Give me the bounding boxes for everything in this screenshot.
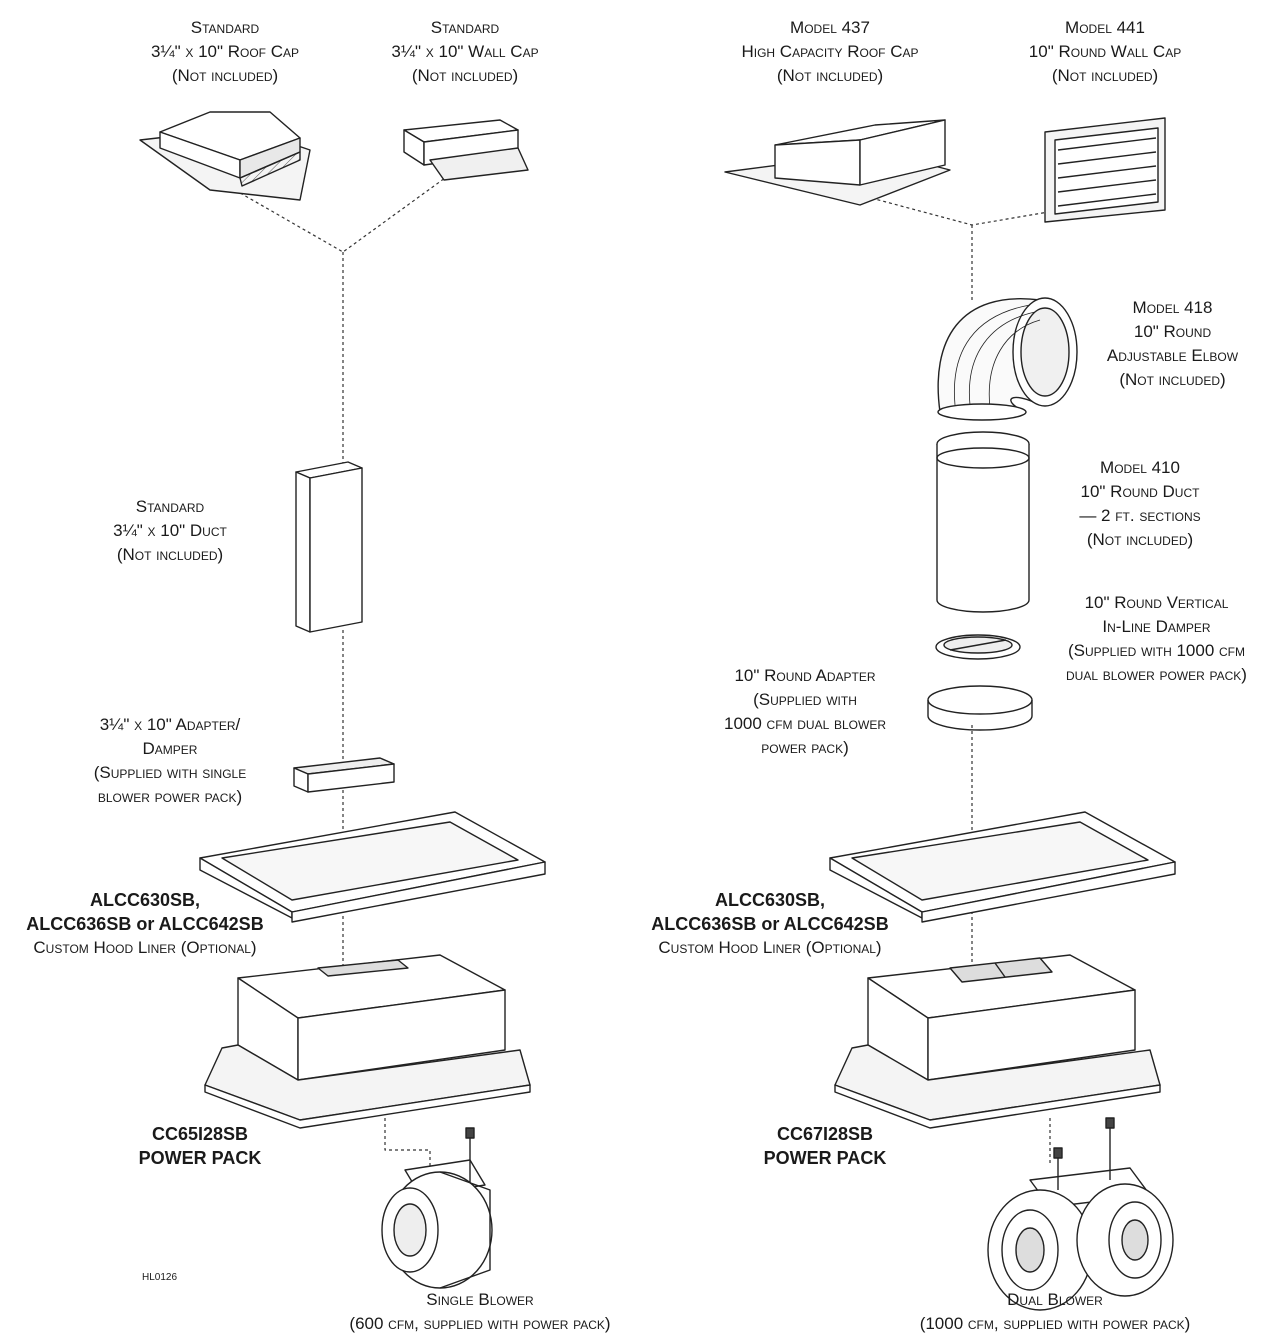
right-hood-liner-drawing bbox=[829, 811, 1176, 923]
drawing-code: HL0126 bbox=[142, 1272, 178, 1283]
right-damper-label: 10" Round Vertical In-Line Damper (Suppl… bbox=[1066, 593, 1247, 684]
left-adapter-damper-drawing bbox=[293, 757, 395, 793]
right-roof-cap-drawing bbox=[724, 119, 951, 206]
left-wall-cap-drawing bbox=[403, 119, 529, 181]
right-wall-cap-label: Model 441 10" Round Wall Cap (Not includ… bbox=[1028, 18, 1182, 85]
right-hood-liner-label: ALCC630SB, ALCC636SB or ALCC642SB Custom… bbox=[651, 890, 889, 957]
left-wall-cap-label: Standard 3¼" x 10" Wall Cap (Not include… bbox=[391, 18, 539, 85]
right-power-pack-drawing bbox=[834, 954, 1161, 1129]
right-adapter-label: 10" Round Adapter (Supplied with 1000 cf… bbox=[724, 666, 886, 757]
right-damper-drawing bbox=[935, 634, 1021, 660]
left-roof-cap-label: Standard 3¼" x 10" Roof Cap (Not include… bbox=[150, 18, 300, 85]
left-hood-liner-drawing bbox=[199, 811, 546, 923]
right-wall-cap-drawing bbox=[1044, 117, 1166, 223]
left-blower-label: Single Blower (600 cfm, supplied with po… bbox=[349, 1290, 611, 1333]
left-single-blower-drawing bbox=[381, 1127, 493, 1289]
left-power-pack-label: CC65I28SB POWER PACK bbox=[138, 1124, 262, 1168]
right-adapter-drawing bbox=[927, 685, 1033, 731]
right-dual-blower-drawing bbox=[987, 1117, 1174, 1311]
left-duct-label: Standard 3¼" x 10" Duct (Not included) bbox=[113, 497, 227, 564]
right-blower-label: Dual Blower (1000 cfm, supplied with pow… bbox=[919, 1290, 1191, 1333]
right-duct-label: Model 410 10" Round Duct — 2 ft. section… bbox=[1079, 458, 1201, 549]
left-adapter-damper-label: 3¼" x 10" Adapter/ Damper (Supplied with… bbox=[93, 715, 247, 806]
right-round-duct-drawing bbox=[936, 431, 1030, 613]
right-elbow-drawing bbox=[937, 297, 1078, 421]
right-elbow-label: Model 418 10" Round Adjustable Elbow (No… bbox=[1106, 298, 1239, 389]
left-hood-liner-label: ALCC630SB, ALCC636SB or ALCC642SB Custom… bbox=[26, 890, 264, 957]
left-power-pack-drawing bbox=[204, 954, 531, 1129]
right-power-pack-label: CC67I28SB POWER PACK bbox=[763, 1124, 887, 1168]
left-roof-cap-drawing bbox=[139, 111, 311, 201]
left-duct-drawing bbox=[295, 461, 363, 633]
right-roof-cap-label: Model 437 High Capacity Roof Cap (Not in… bbox=[741, 18, 919, 85]
